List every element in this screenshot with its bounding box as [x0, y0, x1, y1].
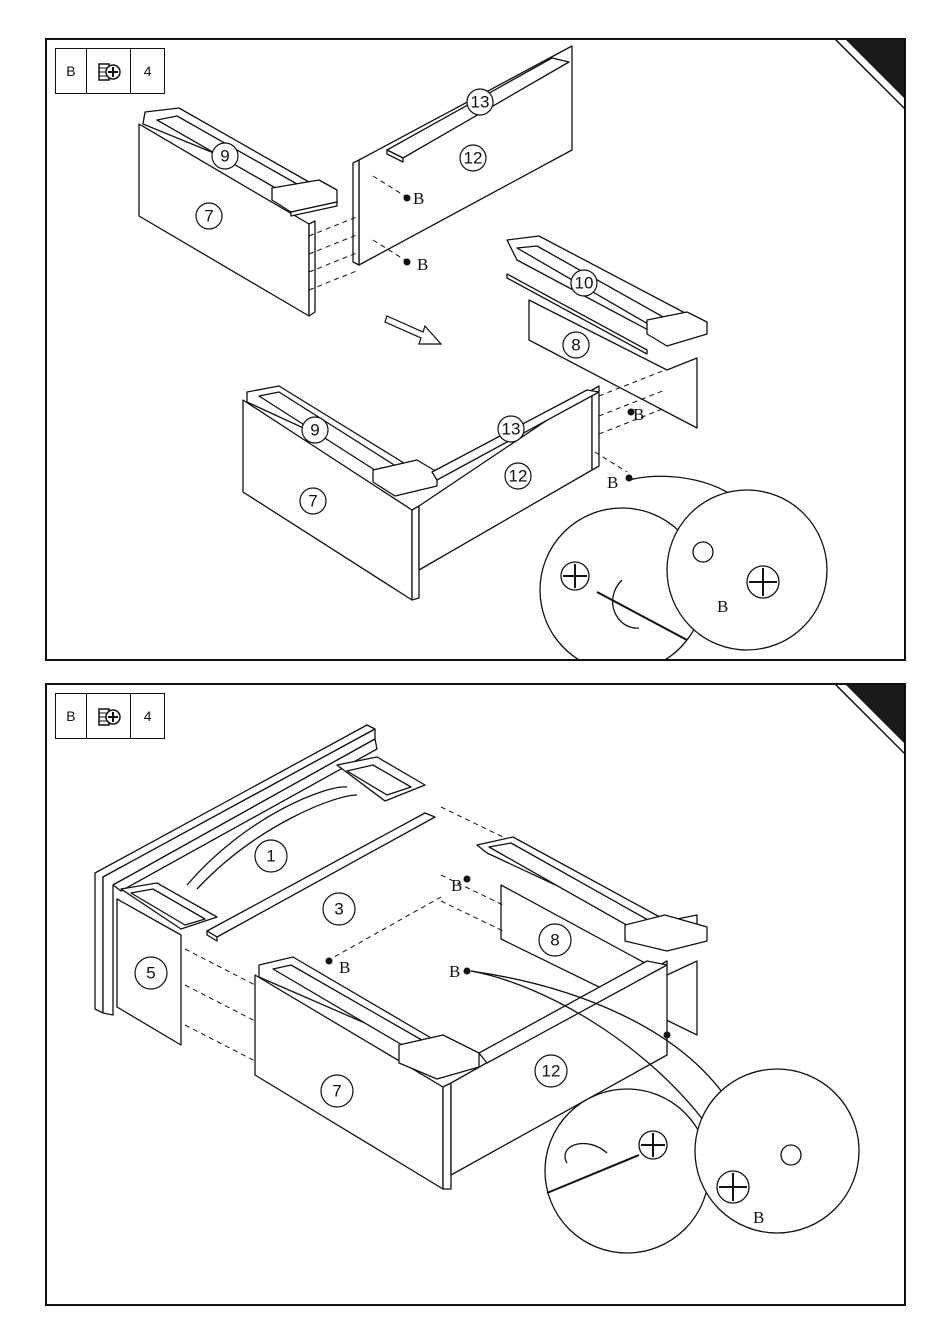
label-8: 8 — [571, 336, 580, 355]
assembly-step-panel-1: B 4 — [45, 38, 906, 661]
hardware-label-b: B — [607, 473, 618, 492]
assembly-step-panel-2: B 4 — [45, 683, 906, 1306]
hardware-label-b: B — [339, 958, 350, 977]
label-13b: 13 — [502, 420, 521, 439]
exploded-view-drawing: 1 3 5 8 7 12 B B B B — [47, 685, 906, 1306]
label-7: 7 — [204, 207, 213, 226]
hardware-label-b: B — [717, 597, 728, 616]
connector-lines — [185, 807, 503, 1061]
label-9: 9 — [220, 147, 229, 166]
label-12: 12 — [542, 1062, 561, 1081]
label-12b: 12 — [509, 467, 528, 486]
label-12: 12 — [464, 149, 483, 168]
label-10: 10 — [575, 274, 594, 293]
side-panel-5 — [117, 883, 217, 1045]
label-13: 13 — [471, 93, 490, 112]
label-9b: 9 — [310, 421, 319, 440]
label-7b: 7 — [308, 492, 317, 511]
hardware-label-b: B — [417, 255, 428, 274]
hardware-label-b: B — [451, 876, 462, 895]
hardware-label-b: B — [753, 1208, 764, 1227]
detail-callouts — [540, 476, 827, 661]
side-panel-7 — [139, 108, 337, 316]
hardware-label-b: B — [413, 189, 424, 208]
label-3: 3 — [334, 900, 343, 919]
label-5: 5 — [146, 964, 155, 983]
hardware-label-b: B — [633, 405, 644, 424]
hardware-label-b: B — [449, 962, 460, 981]
label-8: 8 — [550, 931, 559, 950]
exploded-view-drawing: 13 12 9 7 10 8 9 13 7 12 B B B B B — [47, 40, 906, 661]
side-panel-8 — [507, 236, 707, 428]
direction-arrow — [385, 316, 441, 344]
label-1: 1 — [266, 847, 275, 866]
bottom-panel-3 — [207, 813, 435, 941]
label-7: 7 — [332, 1082, 341, 1101]
